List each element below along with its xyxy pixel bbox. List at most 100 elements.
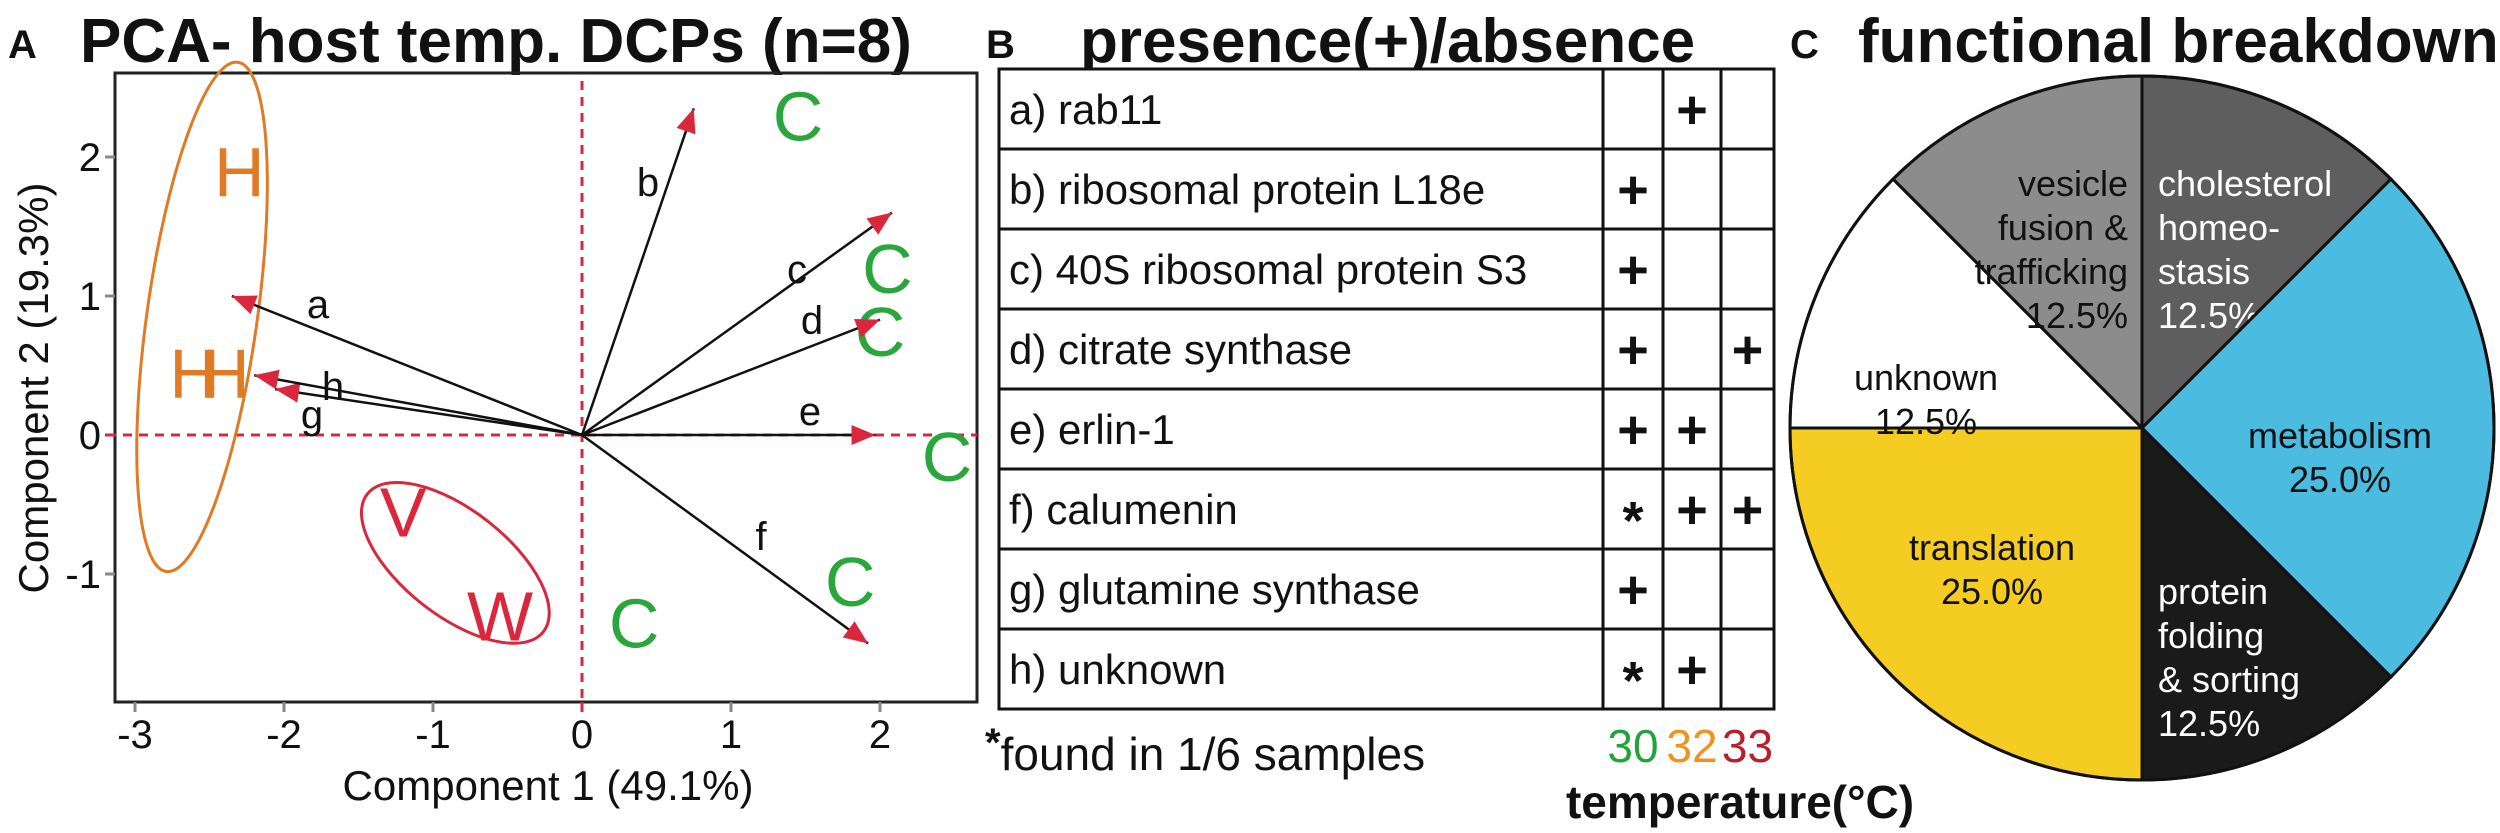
x-tick-label: 1 [720,713,742,757]
sample-point-H: H [169,334,220,412]
presence-mark: + [1732,320,1764,380]
panel-b-letter: B [986,23,1015,67]
panel-a-title: PCA- host temp. DCPs (n=8) [80,7,912,76]
x-axis-label: Component 1 (49.1%) [343,762,754,809]
temperature-label: temperature(°C) [1566,776,1914,828]
sample-point-C: C [609,585,660,663]
arrow-head-icon [254,369,280,390]
pie-slice-label: metabolism [2248,415,2432,456]
pie-slice-label: folding [2158,615,2264,656]
pie-slice-label: 25.0% [2289,459,2391,500]
pie-slice-label: unknown [1854,357,1998,398]
arrow-head-icon [854,318,880,338]
plot-frame [113,71,979,704]
pie-slice-label: fusion & [1998,207,2128,248]
presence-mark: + [1617,320,1649,380]
arrow-head-icon [676,108,696,135]
x-tick-label: -2 [266,713,302,757]
loading-vector-a [231,294,583,437]
presence-mark: + [1617,160,1649,220]
presence-mark: + [1676,640,1708,700]
panel-c-title: functional breakdown [1858,7,2499,76]
presence-table: a) rab11+b) ribosomal protein L18e+c) 40… [997,67,1776,711]
protein-name: h) unknown [1009,646,1226,693]
x-tick-label: -1 [415,713,451,757]
pie-chart: cholesterolhomeo-stasis12.5%metabolism25… [1788,74,2496,782]
vector-label-f: f [755,515,767,559]
y-axis-label: Component 2 (19.3%) [10,183,57,594]
pie-slice-label: 12.5% [1875,401,1977,442]
y-tick-label: 0 [79,414,101,458]
arrow-head-icon [866,212,892,235]
protein-name: g) glutamine synthase [1009,566,1420,613]
vector-label-b: b [637,161,659,205]
vector-label-c: c [787,248,807,292]
arrow-head-icon [842,621,869,644]
panel-c: C functional breakdown cholesterolhomeo-… [1788,7,2499,782]
table-row: c) 40S ribosomal protein S3 + [1009,240,1649,300]
table-row: a) rab11+ [1009,80,1708,140]
pie-slice-label: & sorting [2158,659,2300,700]
pie-slice-label: trafficking [1975,251,2128,292]
protein-name: f) calumenin [1009,486,1238,533]
footnote-star: * [985,721,1001,765]
loading-vector-g [274,387,583,437]
arrow-head-icon [231,295,258,315]
y-tick-label: -1 [65,553,101,597]
presence-mark: + [1617,400,1649,460]
loading-vector-b [580,107,695,436]
presence-mark: + [1617,240,1649,300]
vector-label-e: e [799,390,821,434]
loading-vector-c [581,211,893,437]
sample-point-C: C [773,77,824,155]
presence-mark: + [1732,480,1764,540]
panel-a-letter: A [8,23,37,67]
pie-slice-label: cholesterol [2158,163,2332,204]
protein-name: a) rab11 [1009,86,1162,133]
temperature-33: 33 [1722,720,1773,772]
vector-label-h: h [322,365,344,409]
footnote: *found in 1/6 samples [985,721,1425,780]
footnote-text: found in 1/6 samples [1001,728,1426,780]
panel-b: B presence(+)/absence a) rab11+b) riboso… [985,7,1914,828]
sample-point-W: W [467,578,533,656]
vector-label-g: g [301,393,323,437]
sample-point-C: C [825,543,876,621]
table-row: d) citrate synthase++ [1009,320,1763,380]
vector-label-d: d [801,299,823,343]
temperature-32: 32 [1666,720,1717,772]
presence-mark: + [1676,480,1708,540]
table-row: b) ribosomal protein L18e+ [1009,160,1649,220]
panel-a: A PCA- host temp. DCPs (n=8) -3 -2 -1 0 1 2 -1… [8,7,979,809]
loading-vector-h [253,374,583,437]
vector-label-a: a [307,283,330,327]
sample-point-C: C [862,230,913,308]
pie-outline [1788,74,2496,782]
temperature-30: 30 [1607,720,1658,772]
pie-slice-label: stasis [2158,251,2250,292]
pie-slice-label: homeo- [2158,207,2280,248]
protein-name: c) 40S ribosomal protein S3 [1009,246,1527,293]
pie-slice-label: vesicle [2018,163,2128,204]
sample-point-H: H [214,133,265,211]
loading-vector-d [581,318,881,437]
group-ellipse-32 [135,60,269,574]
sample-point-V: V [380,473,427,551]
sample-point-C: C [922,418,973,496]
x-tick-label: -3 [117,713,153,757]
pie-slice-label: 12.5% [2158,703,2260,744]
table-row: f) calumenin*++ [1009,480,1763,551]
pie-slice-label: 25.0% [1941,571,2043,612]
arrow-head-icon [275,382,301,403]
pie-slice-label: translation [1909,527,2075,568]
group-ellipse-33 [359,480,551,645]
x-tick-label: 2 [869,713,891,757]
presence-mark: + [1617,560,1649,620]
arrow-head-icon [851,425,876,445]
